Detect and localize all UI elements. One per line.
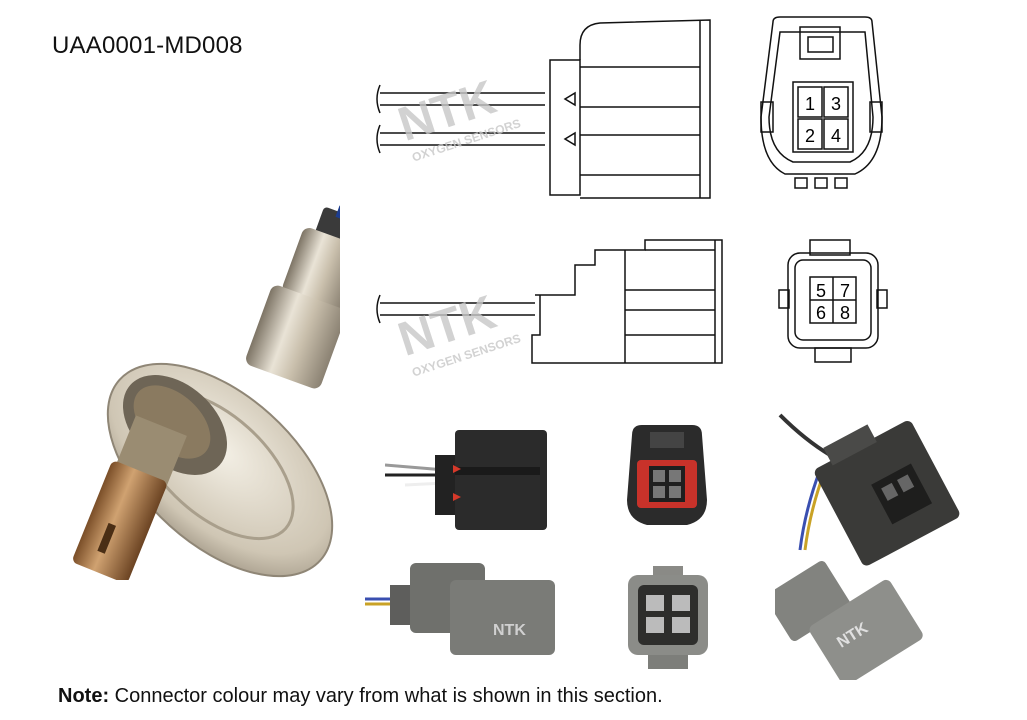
- connector-black-side-photo: [385, 430, 547, 530]
- connector-1-side-drawing: [376, 19, 711, 199]
- pin-label: 7: [840, 281, 850, 301]
- ntk-watermark: NTK OXYGEN SENSORS: [392, 71, 522, 165]
- connector-grey-side-photo: NTK: [365, 563, 555, 655]
- ntk-watermark: NTK OXYGEN SENSORS: [392, 286, 522, 380]
- oxygen-sensor-photo: [73, 205, 340, 580]
- note-text: Connector colour may vary from what is s…: [114, 685, 663, 707]
- part-number: UAA0001-MD008: [52, 32, 243, 59]
- note-label: Note:: [58, 685, 110, 707]
- pin-label: 3: [831, 94, 841, 114]
- connector-black-face-photo: [627, 425, 707, 525]
- connector-2-face-drawing: 5 7 6 8: [778, 239, 888, 363]
- pin-label: 4: [831, 126, 841, 146]
- pin-label: 2: [805, 126, 815, 146]
- connector-pair-photo: NTK: [775, 413, 960, 680]
- connector-1-face-drawing: 1 3 2 4: [760, 16, 883, 189]
- connector-colour-note: Note: Connector colour may vary from wha…: [58, 685, 663, 708]
- connector-grey-face-photo: [628, 566, 708, 669]
- pin-label: 8: [840, 303, 850, 323]
- connector-2-side-drawing: [376, 239, 723, 364]
- connector-brand-label: NTK: [493, 622, 526, 639]
- pin-label: 1: [805, 94, 815, 114]
- pin-label: 6: [816, 303, 826, 323]
- pin-label: 5: [816, 281, 826, 301]
